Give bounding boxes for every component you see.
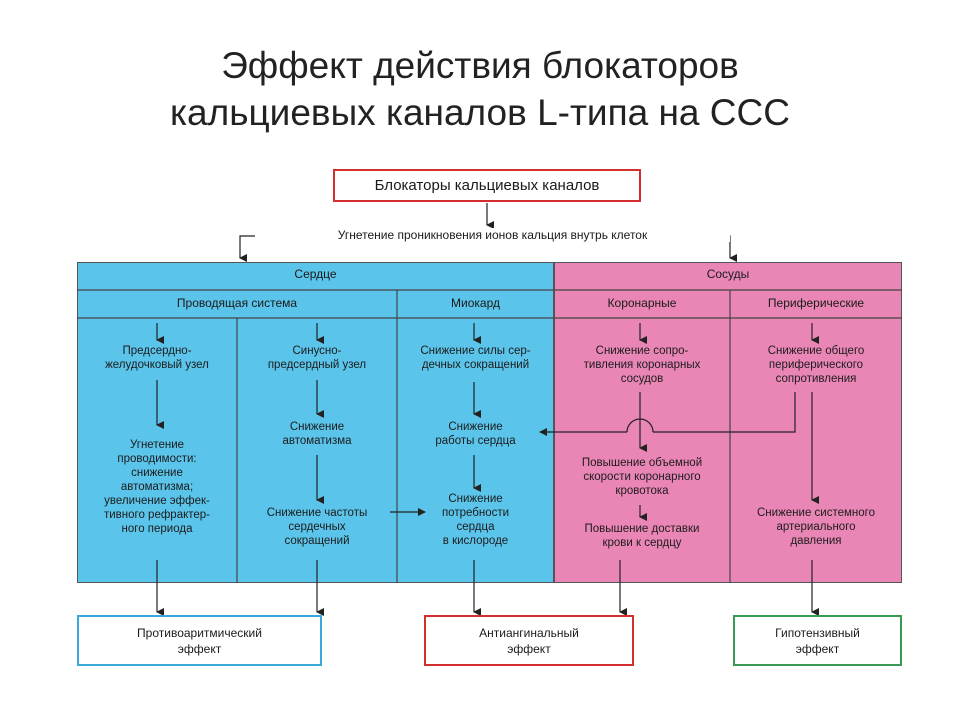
antianginal-effect-box: Антиангинальный эффект: [424, 615, 634, 666]
page-title: Эффект действия блокаторов кальциевых ка…: [0, 42, 960, 136]
peripheral-pressure-text: Снижение системного артериального давлен…: [757, 507, 875, 547]
peripheral-header: Периферические: [767, 296, 865, 310]
sa-node-text: Синусно- предсердный узел: [267, 345, 367, 371]
conduction-header: Проводящая система: [176, 296, 298, 310]
coronary-resistance-text: Снижение сопро- тивления коронарных сосу…: [583, 345, 701, 385]
av-node-text: Предсердно- желудочковый узел: [105, 345, 209, 371]
sa-effect-heart-rate: Снижение частоты сердечных сокращений: [266, 507, 368, 547]
calcium-inhibition-label: Угнетение проникновения ионов кальция вн…: [255, 228, 730, 242]
sa-effect-automatism: Снижение автоматизма: [282, 421, 352, 447]
antiarrhythmic-effect-box: Противоаритмический эффект: [77, 615, 322, 666]
myocard-oxygen-text: Снижение потребности сердца в кислороде: [441, 493, 510, 547]
coronary-delivery-text: Повышение доставки крови к сердцу: [584, 523, 700, 549]
coronary-header: Коронарные: [607, 296, 677, 310]
peripheral-resistance-text: Снижение общего периферического сопротив…: [767, 345, 865, 385]
hypotensive-effect-box: Гипотензивный эффект: [733, 615, 902, 666]
coronary-flow-text: Повышение объемной скорости коронарного …: [581, 457, 703, 497]
heart-header: Сердце: [294, 267, 337, 281]
myocard-header: Миокард: [451, 296, 500, 310]
title-line-2: кальциевых каналов L-типа на ССС: [170, 92, 790, 133]
myocard-force-text: Снижение силы сер- дечных сокращений: [420, 345, 531, 371]
av-effect-text: Угнетение проводимости: снижение автомат…: [103, 439, 211, 535]
title-line-1: Эффект действия блокаторов: [221, 45, 739, 86]
myocard-work-text: Снижение работы сердца: [435, 421, 516, 447]
vessels-header: Сосуды: [706, 267, 750, 281]
blockers-box: Блокаторы кальциевых каналов: [333, 169, 641, 202]
